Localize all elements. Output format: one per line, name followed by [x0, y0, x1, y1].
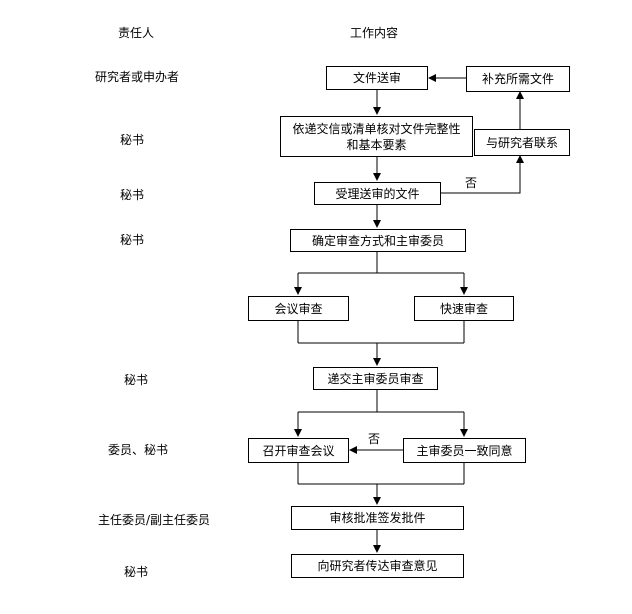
step-determine-review: 确定审查方式和主审委员: [290, 229, 466, 252]
step-meeting-review: 会议审查: [248, 296, 349, 321]
step-fast-review: 快速审查: [414, 296, 514, 321]
role-applicant: 研究者或申办者: [95, 70, 180, 84]
step-approve-sign: 审核批准签发批件: [291, 506, 464, 530]
step-accept-documents: 受理送审的文件: [314, 182, 441, 205]
role-secretary-3: 秘书: [120, 233, 145, 247]
arrow-accept-no-to-contact: [441, 155, 524, 194]
step-convene-meeting: 召开审查会议: [248, 438, 349, 463]
label-no-agree: 否: [368, 432, 381, 446]
role-secretary-4: 秘书: [124, 373, 149, 387]
step-supplement-documents: 补充所需文件: [466, 66, 570, 92]
step-primary-agree: 主审委员一致同意: [403, 438, 526, 463]
step-convey-opinion: 向研究者传达审查意见: [291, 554, 464, 578]
role-secretary-1: 秘书: [120, 133, 145, 147]
role-secretary-2: 秘书: [120, 188, 145, 202]
step-submit-primary-review: 递交主审委员审查: [313, 367, 438, 390]
step-submit-documents: 文件送审: [326, 66, 428, 90]
role-secretary-5: 秘书: [124, 565, 149, 579]
header-work-content: 工作内容: [350, 26, 399, 40]
label-no-accept: 否: [465, 176, 478, 190]
header-responsible: 责任人: [118, 26, 155, 40]
role-chair: 主任委员/副主任委员: [98, 513, 211, 527]
step-check-documents: 依递交信或清单核对文件完整性和基本要素: [280, 116, 473, 157]
step-contact-researcher: 与研究者联系: [474, 129, 570, 156]
role-committee-secretary: 委员、秘书: [108, 443, 169, 457]
